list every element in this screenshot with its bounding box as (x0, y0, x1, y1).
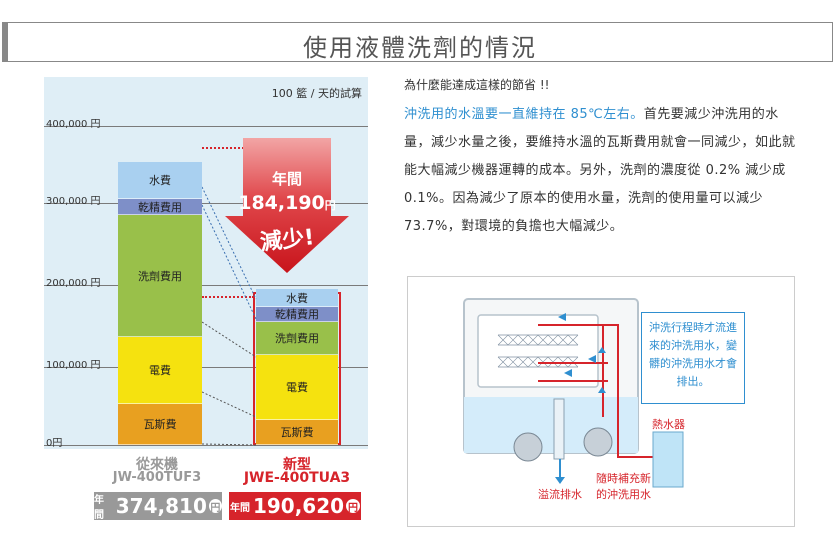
connector-new-top-red (202, 296, 254, 298)
new-bar-seg: 洗劑費用 (256, 322, 338, 355)
new-annual-cost: 年間 190,620 円 (229, 492, 361, 520)
connector-lines (202, 186, 257, 446)
explanation-heading: 為什麼能達成這樣的節省 !! (404, 78, 550, 92)
refill-water-label: 隨時補充新的沖洗用水 (596, 472, 651, 501)
new-bar-seg: 電費 (256, 354, 338, 421)
old-cost-amount: 374,810 (115, 494, 207, 518)
new-cost-amount: 190,620 (252, 494, 345, 518)
new-cost-yen: 円 (346, 499, 361, 514)
old-bar-seg: 水費 (118, 162, 202, 199)
overflow-drain-label: 溢流排水 (538, 488, 582, 501)
new-cost-prefix: 年間 (229, 502, 250, 514)
y-tick-label: 300,000 円 (46, 196, 101, 207)
old-bar-seg: 乾精費用 (118, 199, 202, 216)
new-bar-seg: 水費 (256, 289, 338, 308)
explanation-text: 為什麼能達成這樣的節省 !! 沖洗用的水溫要一直維持在 85℃左右。首先要減少沖… (404, 76, 800, 241)
grid-line-100k (44, 367, 368, 368)
washer-flow-diagram: 沖洗行程時才流進來的沖洗用水，變髒的沖洗用水才會排出。 熱水器 溢流排水 隨時補… (407, 276, 795, 527)
grid-line-0 (44, 445, 368, 446)
new-bar-seg: 瓦斯費 (256, 420, 338, 445)
y-tick-label: 200,000 円 (46, 278, 101, 289)
y-tick-label: 400,000 円 (46, 119, 101, 130)
old-cost-yen: 円 (208, 499, 222, 514)
old-model-label: 從來機 (136, 457, 178, 473)
unit-note: 100 籃 / 天的試算 (271, 87, 362, 100)
rinse-flow-callout: 沖洗行程時才流進來的沖洗用水，變髒的沖洗用水才會排出。 (641, 312, 745, 404)
y-tick-label: 0円 (46, 438, 63, 449)
new-model-code: JWE-400TUA3 (243, 470, 351, 486)
grid-line-200k (44, 285, 368, 286)
reduction-arrow: 年間 184,190円 減少! (225, 138, 349, 273)
old-cost-prefix: 年間 (94, 495, 104, 521)
page-title: 使用液體洗劑的情況 (303, 34, 537, 62)
old-bar-seg: 洗劑費用 (118, 215, 202, 337)
explanation-paragraph: 首先要減少沖洗用的水量，減少水量之後，要維持水溫的瓦斯費用就會一同減少，如此就能… (404, 107, 796, 234)
arrow-amount-yen: 円 (324, 199, 336, 212)
down-arrow-icon (225, 138, 349, 273)
grid-line-300k (44, 203, 368, 204)
old-bar-seg: 電費 (118, 336, 202, 404)
y-tick-label: 100,000 円 (46, 360, 101, 371)
page-title-bar: 使用液體洗劑的情況 (2, 22, 833, 62)
arrow-year-label: 年間 (271, 170, 302, 188)
grid-line-400k (44, 126, 368, 127)
washer-schematic (463, 298, 684, 488)
old-bar-seg: 瓦斯費 (118, 404, 202, 445)
explanation-highlight: 沖洗用的水溫要一直維持在 85℃左右。 (404, 107, 644, 122)
old-annual-cost: 年間 374,810 円 (94, 492, 222, 521)
heater-label: 熱水器 (652, 418, 685, 431)
old-model-code: JW-400TUF3 (112, 470, 202, 485)
arrow-amount: 184,190円 (225, 192, 349, 214)
connector-top-red (202, 147, 252, 149)
explanation-body: 沖洗用的水溫要一直維持在 85℃左右。首先要減少沖洗用的水量，減少水量之後，要維… (404, 101, 800, 241)
arrow-amount-value: 184,190 (238, 192, 325, 214)
new-bar-seg: 乾精費用 (256, 307, 338, 322)
new-model-label: 新型 (283, 457, 311, 473)
